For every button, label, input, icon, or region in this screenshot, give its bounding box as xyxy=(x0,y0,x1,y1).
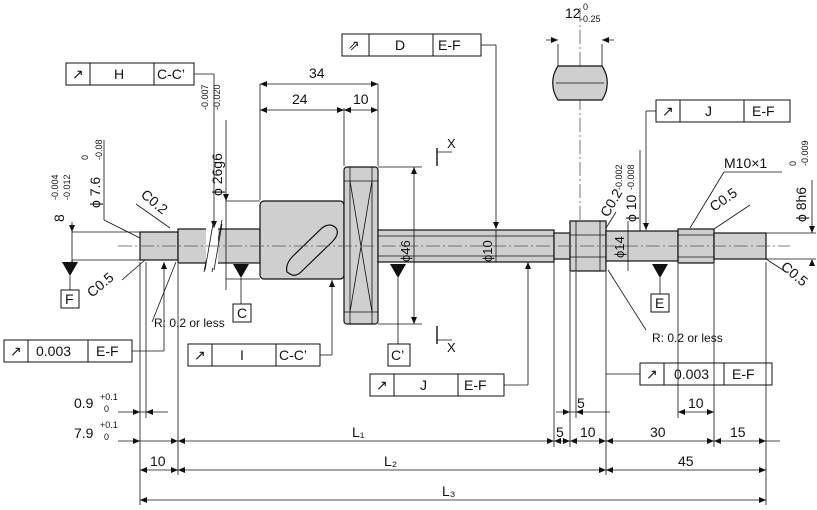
dim-L3: L₃ xyxy=(442,483,456,499)
dim-10-c: 10 xyxy=(150,453,166,469)
fcf-right-tolerance: ↗ 0.003 E-F xyxy=(606,362,773,386)
dim-12-upper: 0 xyxy=(583,2,588,12)
dim-left-8: 8 xyxy=(51,214,67,222)
cross-section xyxy=(546,37,614,101)
dim-phi8h6: ϕ 8h6 xyxy=(793,187,809,222)
dim-phi10-right-lower: -0.008 xyxy=(626,164,636,190)
svg-text:↗: ↗ xyxy=(662,103,674,119)
svg-text:E-F: E-F xyxy=(752,103,775,119)
dim-phi7-6: ϕ 7.6 xyxy=(87,177,103,208)
dim-0-9-lower: 0 xyxy=(104,404,109,414)
datum-e-triangle xyxy=(652,264,668,278)
dim-7-9-lower: 0 xyxy=(104,432,109,442)
dim-phi10-right-upper: -0.002 xyxy=(614,164,624,190)
fcf-h: ↗ H C-C’ xyxy=(65,62,217,228)
nut-slot xyxy=(286,224,338,276)
datum-c-triangle xyxy=(233,264,249,278)
dim-L2: L₂ xyxy=(384,453,397,469)
dim-15: 15 xyxy=(730,424,746,440)
dim-phi8h6-upper: 0 xyxy=(788,161,798,166)
svg-text:C-C’: C-C’ xyxy=(157,66,185,82)
dim-30: 30 xyxy=(650,424,666,440)
dim-L1: L₁ xyxy=(352,424,365,440)
dim-5-a: 5 xyxy=(577,395,585,411)
svg-text:C-C’: C-C’ xyxy=(279,347,307,363)
svg-text:0.003: 0.003 xyxy=(36,343,71,359)
dim-34: 34 xyxy=(309,65,325,81)
dim-left-8-lower: -0.012 xyxy=(62,174,72,200)
dim-12-lower: -0.25 xyxy=(580,14,601,24)
svg-text:E-F: E-F xyxy=(438,37,461,53)
datum-c: C xyxy=(237,305,247,321)
dim-45: 45 xyxy=(678,453,694,469)
dim-phi10-right: ϕ 10 xyxy=(623,194,639,222)
svg-text:I: I xyxy=(240,347,244,363)
dim-phi26-upper: -0.007 xyxy=(200,84,210,110)
chamfer-c02-left: C0.2 xyxy=(138,186,171,217)
dim-5-b: 5 xyxy=(556,424,564,440)
fcf-j-right: ↗ J E-F xyxy=(643,99,791,230)
dim-0-9-upper: +0.1 xyxy=(100,392,118,402)
datum-cp-triangle xyxy=(390,264,406,278)
dim-left-8-upper: -0.004 xyxy=(50,174,60,200)
datum-e: E xyxy=(655,295,664,311)
datum-f-triangle xyxy=(62,262,78,276)
svg-text:H: H xyxy=(114,66,124,82)
dim-7-9-upper: +0.1 xyxy=(100,420,118,430)
svg-text:0.003: 0.003 xyxy=(674,366,709,382)
dim-24: 24 xyxy=(292,91,308,107)
break-lines-2 xyxy=(204,223,223,271)
chamfer-c05-left: C0.5 xyxy=(84,269,117,300)
radius-note-left: R: 0.2 or less xyxy=(154,316,225,330)
dim-10-d: 10 xyxy=(688,395,704,411)
fcf-left-tolerance: ↗ 0.003 E-F xyxy=(3,262,167,363)
dim-phi46: ϕ46 xyxy=(398,240,413,262)
chamfer-c05-right: C0.5 xyxy=(778,258,811,289)
svg-text:E-F: E-F xyxy=(464,377,487,393)
dim-phi26-lower: -0.020 xyxy=(212,84,222,110)
svg-text:↗: ↗ xyxy=(72,66,84,82)
dim-phi8h6-lower: -0.009 xyxy=(800,140,810,166)
svg-text:E-F: E-F xyxy=(96,343,119,359)
dim-phi26: ϕ 26g6 xyxy=(209,153,225,196)
screw-shaft xyxy=(139,166,767,325)
svg-text:E-F: E-F xyxy=(732,366,755,382)
dim-7-9: 7.9 xyxy=(74,425,94,441)
dim-phi7-6-upper: 0 xyxy=(80,155,90,160)
svg-text:↗: ↗ xyxy=(646,366,658,382)
dim-phi14: ϕ14 xyxy=(612,236,627,258)
dim-0-9: 0.9 xyxy=(74,395,94,411)
dim-phi10-mid: ϕ10 xyxy=(480,240,495,262)
dim-m10: M10×1 xyxy=(724,155,767,171)
radius-note-right: R: 0.2 or less xyxy=(652,331,723,345)
svg-text:D: D xyxy=(395,37,405,53)
chamfer-c05-mid: C0.5 xyxy=(707,184,741,214)
top-dims xyxy=(259,83,379,200)
section-x-bottom: X xyxy=(447,340,456,355)
svg-text:↗: ↗ xyxy=(10,343,22,359)
dim-phi7-6-lower: -0.08 xyxy=(94,139,104,160)
datum-c-prime: C’ xyxy=(391,347,404,363)
svg-text:J: J xyxy=(420,377,427,393)
dim-12: 12 xyxy=(565,5,581,21)
fcf-d: ⇗ D E-F xyxy=(341,33,499,229)
svg-text:J: J xyxy=(705,103,712,119)
svg-text:↗: ↗ xyxy=(194,347,206,363)
datum-f: F xyxy=(65,291,74,307)
extension-lines xyxy=(139,262,767,505)
fcf-i: ↗ I C-C’ xyxy=(187,280,335,367)
svg-text:↗: ↗ xyxy=(376,377,388,393)
dim-10-top: 10 xyxy=(353,91,369,107)
dim-10-b: 10 xyxy=(580,424,596,440)
section-x-top: X xyxy=(447,136,456,151)
svg-text:⇗: ⇗ xyxy=(348,37,360,53)
fcf-j-bottom: ↗ J E-F xyxy=(369,262,531,397)
